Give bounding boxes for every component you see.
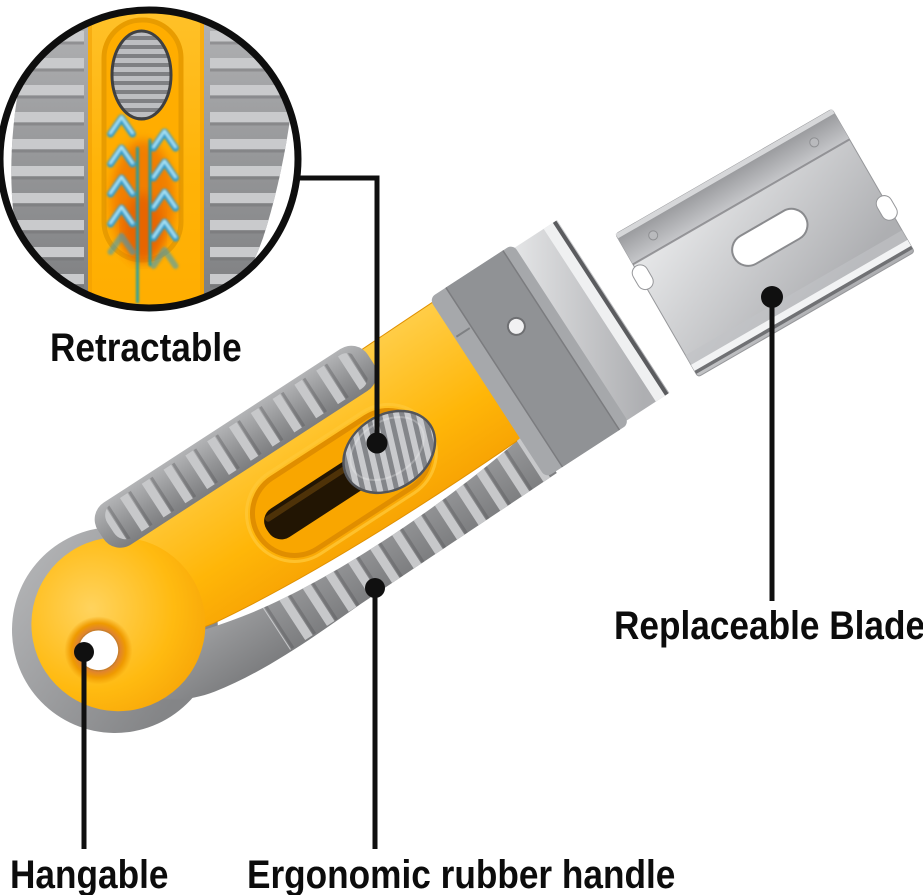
scraper-tool <box>11 220 670 739</box>
blade-notch-right <box>875 195 898 221</box>
callout-label-hangable: Hangable <box>10 853 169 895</box>
blade-slot <box>731 207 809 267</box>
blade-spine-highlight <box>615 109 836 241</box>
slider-button-highlight <box>349 416 425 481</box>
leader-line-retractable <box>299 175 380 443</box>
rubber-grip-top-ribs <box>105 353 368 540</box>
inset-shade-left <box>84 10 92 308</box>
callout-dot-retractable <box>366 432 388 454</box>
callout-label-retractable: Retractable <box>50 326 242 370</box>
blade-notch-left <box>631 264 654 291</box>
callout-label-replaceable-blade: Replaceable Blade <box>614 604 923 648</box>
inset-slider-button <box>110 29 173 121</box>
blade-holder <box>431 246 627 476</box>
blade-spine <box>617 113 850 265</box>
blade-weld-dimple <box>809 137 820 148</box>
callout-label-ergonomic: Ergonomic rubber handle <box>247 853 676 895</box>
callout-dot-hangable <box>74 642 94 662</box>
spare-blade <box>615 109 914 377</box>
blade-edge-shadow <box>685 230 909 366</box>
slider-button <box>342 409 437 495</box>
blade-holder-hole <box>506 316 526 336</box>
slider-slot <box>264 458 371 540</box>
slider-slot-highlight <box>265 460 357 522</box>
blade-weld-dimple <box>648 230 659 241</box>
rubber-grip-bottom-ribs <box>260 434 552 650</box>
blade-cutting-bevel <box>690 239 912 372</box>
callout-dot-replaceable-blade <box>761 286 783 308</box>
inset-circle-border <box>0 6 302 312</box>
callout-leaders <box>81 175 775 849</box>
magnified-inset <box>0 6 302 312</box>
callout-dots <box>74 286 783 662</box>
callout-dot-ergonomic <box>365 578 385 598</box>
retract-arrows <box>107 114 179 304</box>
blade-spine-edge <box>632 138 851 266</box>
blade-cutting-edge <box>694 245 913 374</box>
